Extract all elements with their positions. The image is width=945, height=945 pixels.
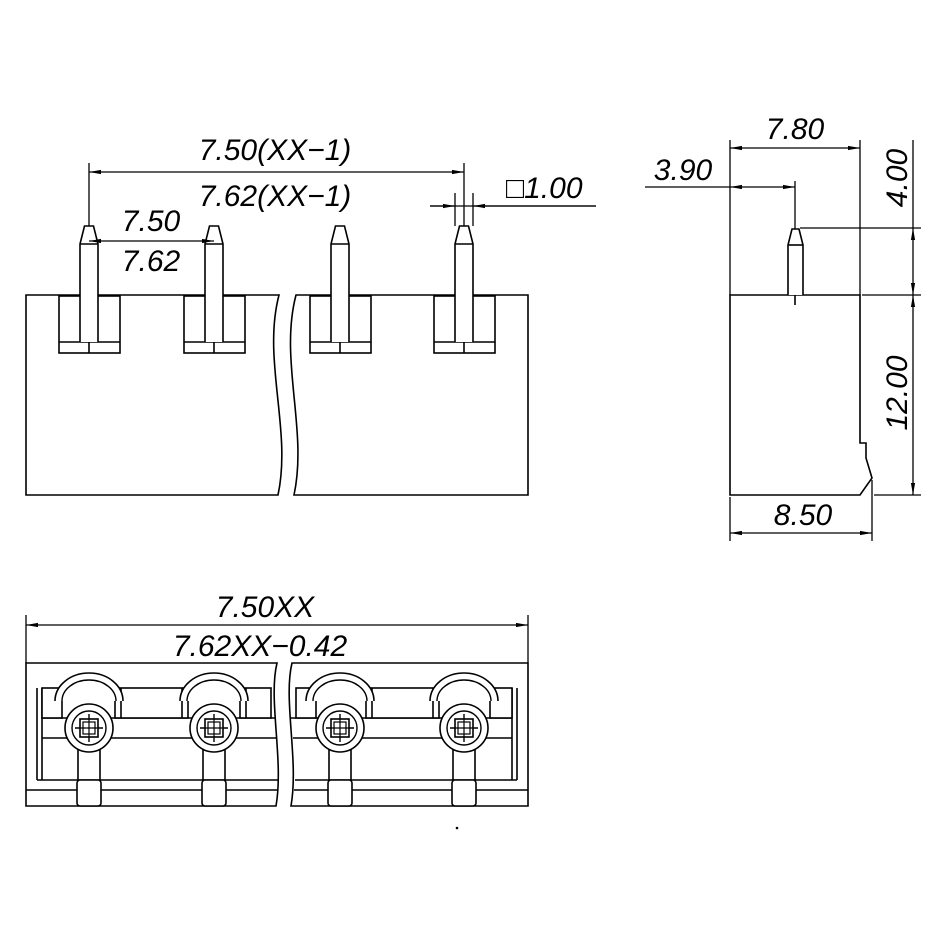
pitch-750-label: 7.50 xyxy=(122,205,181,238)
side-view: 7.80 3.90 4.00 12.00 8.50 xyxy=(645,113,921,541)
slot-rect xyxy=(365,687,440,719)
slot-rect xyxy=(114,687,189,719)
pin-height-label: 4.00 xyxy=(881,148,914,207)
pitch-762-label: 7.62 xyxy=(122,245,181,278)
side-body-outline xyxy=(729,294,873,496)
pin-socket-1 xyxy=(58,225,121,354)
top-width-label: 7.80 xyxy=(766,113,825,146)
pin-socket-3 xyxy=(309,225,372,354)
body-height-label: 12.00 xyxy=(881,355,914,430)
length-750-label: 7.50XX xyxy=(216,591,315,624)
bottom-view: 7.50XX 7.62XX−0.42 xyxy=(25,591,529,830)
bottom-width-label: 8.50 xyxy=(774,499,833,532)
pin-offset-label: 3.90 xyxy=(654,154,713,187)
stray-dot xyxy=(455,826,459,830)
front-view: 7.50(XX−1) 7.62(XX−1) 7.50 7.62 □1.00 xyxy=(25,134,596,496)
overall-pitch-762-label: 7.62(XX−1) xyxy=(199,180,352,213)
pin-socket-2 xyxy=(183,225,246,354)
pin-socket-4 xyxy=(433,225,496,354)
side-pin-outline xyxy=(787,228,804,295)
pin-size-label: □1.00 xyxy=(506,172,583,205)
overall-pitch-750-label: 7.50(XX−1) xyxy=(199,134,352,167)
length-762-label: 7.62XX−0.42 xyxy=(173,630,348,663)
